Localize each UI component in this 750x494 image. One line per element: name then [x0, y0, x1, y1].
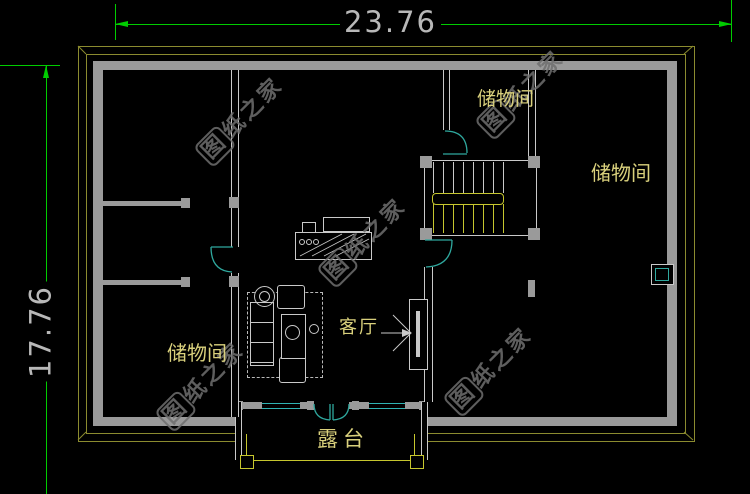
interior-wall-stub-upper	[103, 201, 183, 206]
dimension-width-label: 23.76	[340, 7, 441, 38]
wall-top	[93, 61, 677, 70]
piano-body	[295, 232, 372, 260]
stair-hall-left-wall	[443, 70, 450, 130]
terrace-side-wall-left	[235, 402, 242, 460]
wall-post	[229, 276, 239, 287]
dimension-height-label: 17.76	[24, 281, 58, 382]
dim-line-left	[46, 65, 47, 494]
border-miter-lines	[77, 45, 694, 441]
terrace-edge	[246, 434, 247, 456]
wall-post	[181, 277, 190, 287]
door-arc	[210, 246, 233, 273]
piano-bench	[323, 217, 370, 232]
dimension-arrows	[43, 21, 732, 78]
armchair-top	[277, 285, 305, 309]
french-door-arcs	[313, 403, 350, 421]
dim-extension-line-top-left	[115, 4, 116, 40]
side-stool	[309, 324, 319, 334]
table-plant	[285, 325, 300, 340]
room-label-storage-right: 储物间	[591, 161, 651, 185]
interior-wall-left-vertical-lower	[231, 273, 239, 417]
terrace-wall-segment	[349, 402, 369, 409]
terrace-edge	[414, 434, 415, 456]
fan-center	[259, 291, 270, 302]
wall-left	[93, 61, 103, 426]
interior-wall-left-vertical-upper	[231, 70, 239, 247]
wall-post	[229, 197, 239, 208]
terrace-border-mask	[236, 410, 426, 472]
dim-extension-line-left-top	[0, 65, 60, 66]
window	[369, 403, 405, 409]
french-door-leaves	[329, 404, 334, 420]
room-label-storage-left: 储物间	[167, 341, 227, 365]
stair-corner-post	[420, 228, 432, 240]
wall-bottom-right	[426, 417, 677, 426]
interior-wall-stub-lower	[103, 280, 183, 285]
wall-fixture-inner	[655, 268, 669, 281]
door-swings	[210, 130, 468, 421]
piano-knob	[313, 239, 319, 245]
wall-post	[307, 401, 314, 410]
wall-bottom-left	[93, 417, 236, 426]
stair-treads-lower	[433, 204, 505, 233]
room-label-living-room: 客厅	[339, 317, 379, 338]
stair-corner-post	[420, 156, 432, 168]
dim-extension-line-top-right	[731, 0, 732, 42]
door-arc	[425, 239, 453, 268]
stair-treads-upper	[433, 162, 513, 193]
stair-hall-right-wall	[528, 70, 536, 160]
terrace-wall-segment	[236, 402, 262, 409]
window	[262, 403, 300, 409]
stair-corner-post	[528, 156, 540, 168]
tv-screen	[416, 311, 420, 357]
stair-handrail	[432, 193, 504, 205]
column	[528, 280, 535, 297]
piano-hatch	[299, 233, 370, 257]
piano-knob	[306, 239, 312, 245]
door-arc	[444, 130, 468, 154]
sofa	[250, 302, 274, 366]
room-label-terrace: 露台	[317, 427, 369, 451]
leader-arrowhead	[402, 329, 412, 337]
terrace-corner-post	[240, 455, 254, 469]
stair-corner-post	[528, 228, 540, 240]
terrace-edge	[247, 460, 415, 461]
wall-post	[352, 401, 359, 410]
terrace-side-wall-right	[421, 402, 428, 460]
terrace-wall-segment	[405, 402, 426, 409]
wall-post	[181, 198, 190, 208]
piano-knob	[299, 239, 305, 245]
wall-right	[667, 61, 677, 426]
room-label-storage-top: 储物间	[477, 88, 535, 110]
terrace-corner-post	[410, 455, 424, 469]
